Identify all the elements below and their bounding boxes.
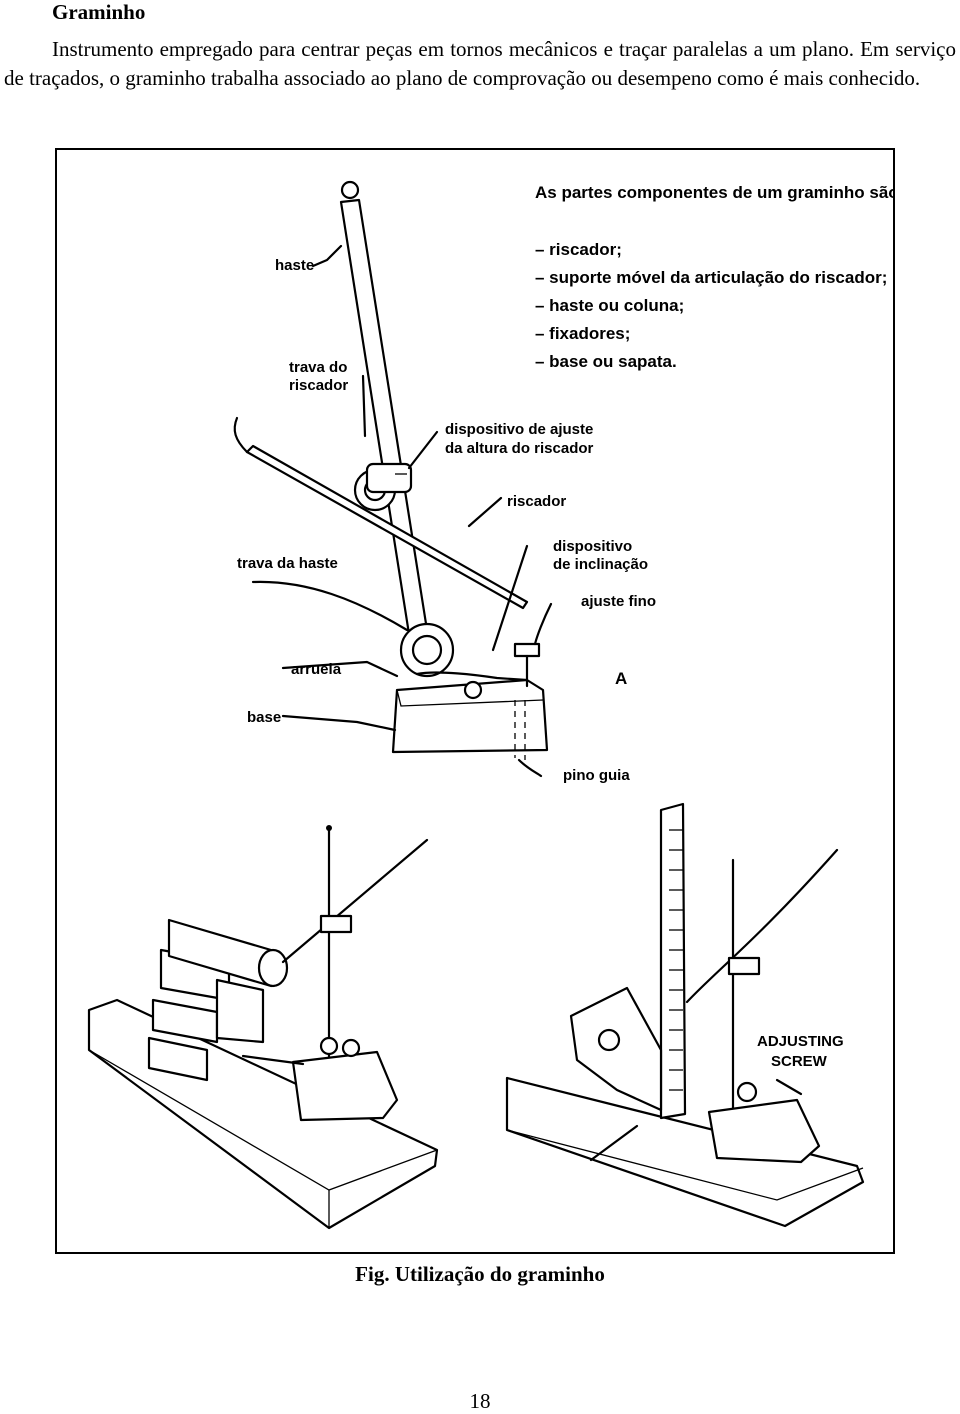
label-adjusting-screw: ADJUSTING	[757, 1033, 844, 1050]
gauge-scriber-right	[685, 848, 839, 1004]
page-heading: Graminho	[52, 0, 146, 24]
parts-item: – base ou sapata.	[535, 352, 677, 371]
label-trava-riscador: riscador	[289, 377, 348, 394]
label-adjusting-screw: SCREW	[771, 1053, 828, 1070]
label-trava-haste: trava da haste	[237, 555, 338, 572]
usage-scene-left	[87, 825, 439, 1230]
fine-adjust-screw	[513, 642, 541, 658]
label-base: base	[247, 709, 281, 726]
parts-item: – fixadores;	[535, 324, 630, 343]
surface-gauge-diagram: haste trava do riscador dispositivo de a…	[233, 180, 656, 784]
label-ajuste-altura: dispositivo de ajuste	[445, 421, 593, 438]
parts-item: – suporte móvel da articulação do riscad…	[535, 268, 887, 287]
figure-caption: Fig. Utilização do graminho	[355, 1262, 605, 1286]
label-riscador: riscador	[507, 493, 566, 510]
surface-gauge-illustration: As partes componentes de um graminho são…	[87, 180, 893, 1230]
parts-item: – riscador;	[535, 240, 622, 259]
label-ajuste-altura: da altura do riscador	[445, 440, 594, 457]
vertical-ruler	[659, 802, 687, 1120]
label-ajuste-fino: ajuste fino	[581, 593, 656, 610]
label-trava-riscador: trava do	[289, 359, 347, 376]
gauge-scriber-left	[281, 838, 429, 964]
label-inclinacao: dispositivo	[553, 538, 632, 555]
haste-knob	[340, 180, 360, 200]
ruler-ticks	[669, 829, 683, 1091]
combination-square	[569, 986, 663, 1112]
page-number: 18	[469, 1389, 491, 1413]
usage-scene-right: ADJUSTING SCREW	[505, 802, 865, 1228]
riscador-hook	[233, 416, 249, 454]
gauge-base	[391, 678, 549, 754]
riscador-bar	[245, 444, 529, 610]
parts-title: As partes componentes de um graminho são…	[535, 183, 893, 202]
label-haste: haste	[275, 257, 314, 274]
label-inclinacao: de inclinação	[553, 556, 648, 573]
haste-column	[339, 198, 429, 636]
body-paragraph: Instrumento empregado para centrar peças…	[4, 37, 956, 90]
label-pino-guia: pino guia	[563, 767, 630, 784]
figure-frame: As partes componentes de um graminho são…	[55, 148, 895, 1254]
label-a: A	[615, 669, 627, 688]
parts-item: – haste ou coluna;	[535, 296, 684, 315]
label-arruela: arruela	[291, 661, 342, 678]
